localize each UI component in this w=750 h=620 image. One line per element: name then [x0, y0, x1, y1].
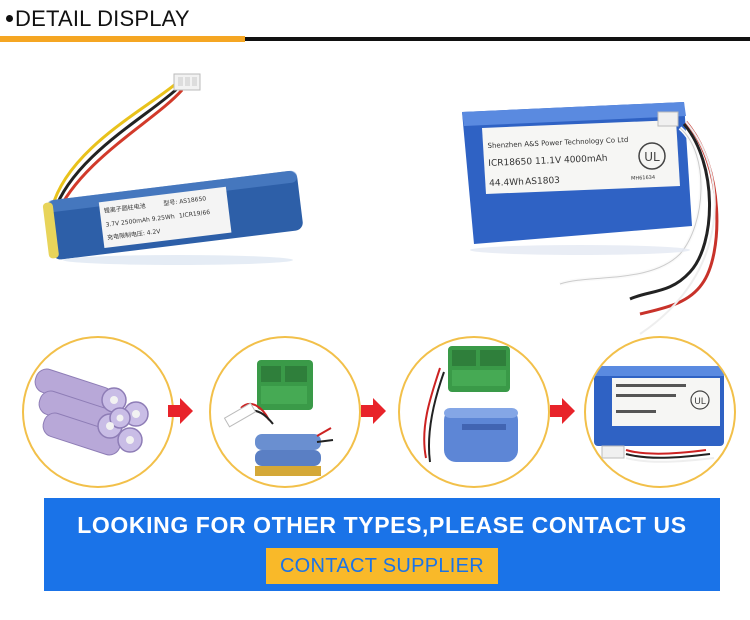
pack-label-energy: 44.4Wh — [489, 177, 524, 189]
ul-cert-icon: UL — [638, 142, 666, 170]
wrapped-pack-image — [423, 346, 518, 463]
header-accent-line — [0, 36, 245, 42]
svg-text:UL: UL — [694, 397, 706, 407]
cell-label-code: 1ICR19/66 — [179, 209, 211, 220]
svg-text:UL: UL — [644, 150, 660, 164]
contact-supplier-button[interactable]: CONTACT SUPPLIER — [266, 548, 498, 584]
banner-text: LOOKING FOR OTHER TYPES,PLEASE CONTACT U… — [77, 512, 687, 538]
arrow-right-icon — [361, 398, 386, 424]
process-step-finished: UL — [584, 336, 736, 488]
process-step-wrapping — [398, 336, 550, 488]
pack-label-model: AS1803 — [525, 176, 560, 188]
contact-banner: LOOKING FOR OTHER TYPES,PLEASE CONTACT U… — [44, 498, 720, 591]
cell-assembly-image — [223, 360, 334, 476]
section-title: DETAIL DISPLAY — [6, 6, 190, 32]
battery-pack-image: Shenzhen A&S Power Technology Co Ltd ICR… — [462, 102, 719, 335]
pack-label-cert: MH61634 — [631, 175, 655, 182]
arrow-right-icon — [168, 398, 193, 424]
bullet-dot-icon — [6, 14, 13, 22]
raw-cells-image — [34, 368, 149, 456]
section-title-text: DETAIL DISPLAY — [15, 6, 190, 31]
arrow-right-icon — [550, 398, 575, 424]
header-divider-line — [245, 37, 750, 41]
process-step-cells — [22, 336, 174, 488]
process-step-assembly — [209, 336, 361, 488]
battery-cell-image: 锂离子圆柱电池 型号: AS18650 3.7V 2500mAh 9.25Wh … — [42, 73, 303, 265]
finished-pack-image: UL — [594, 366, 724, 463]
section-header: DETAIL DISPLAY — [0, 0, 750, 44]
